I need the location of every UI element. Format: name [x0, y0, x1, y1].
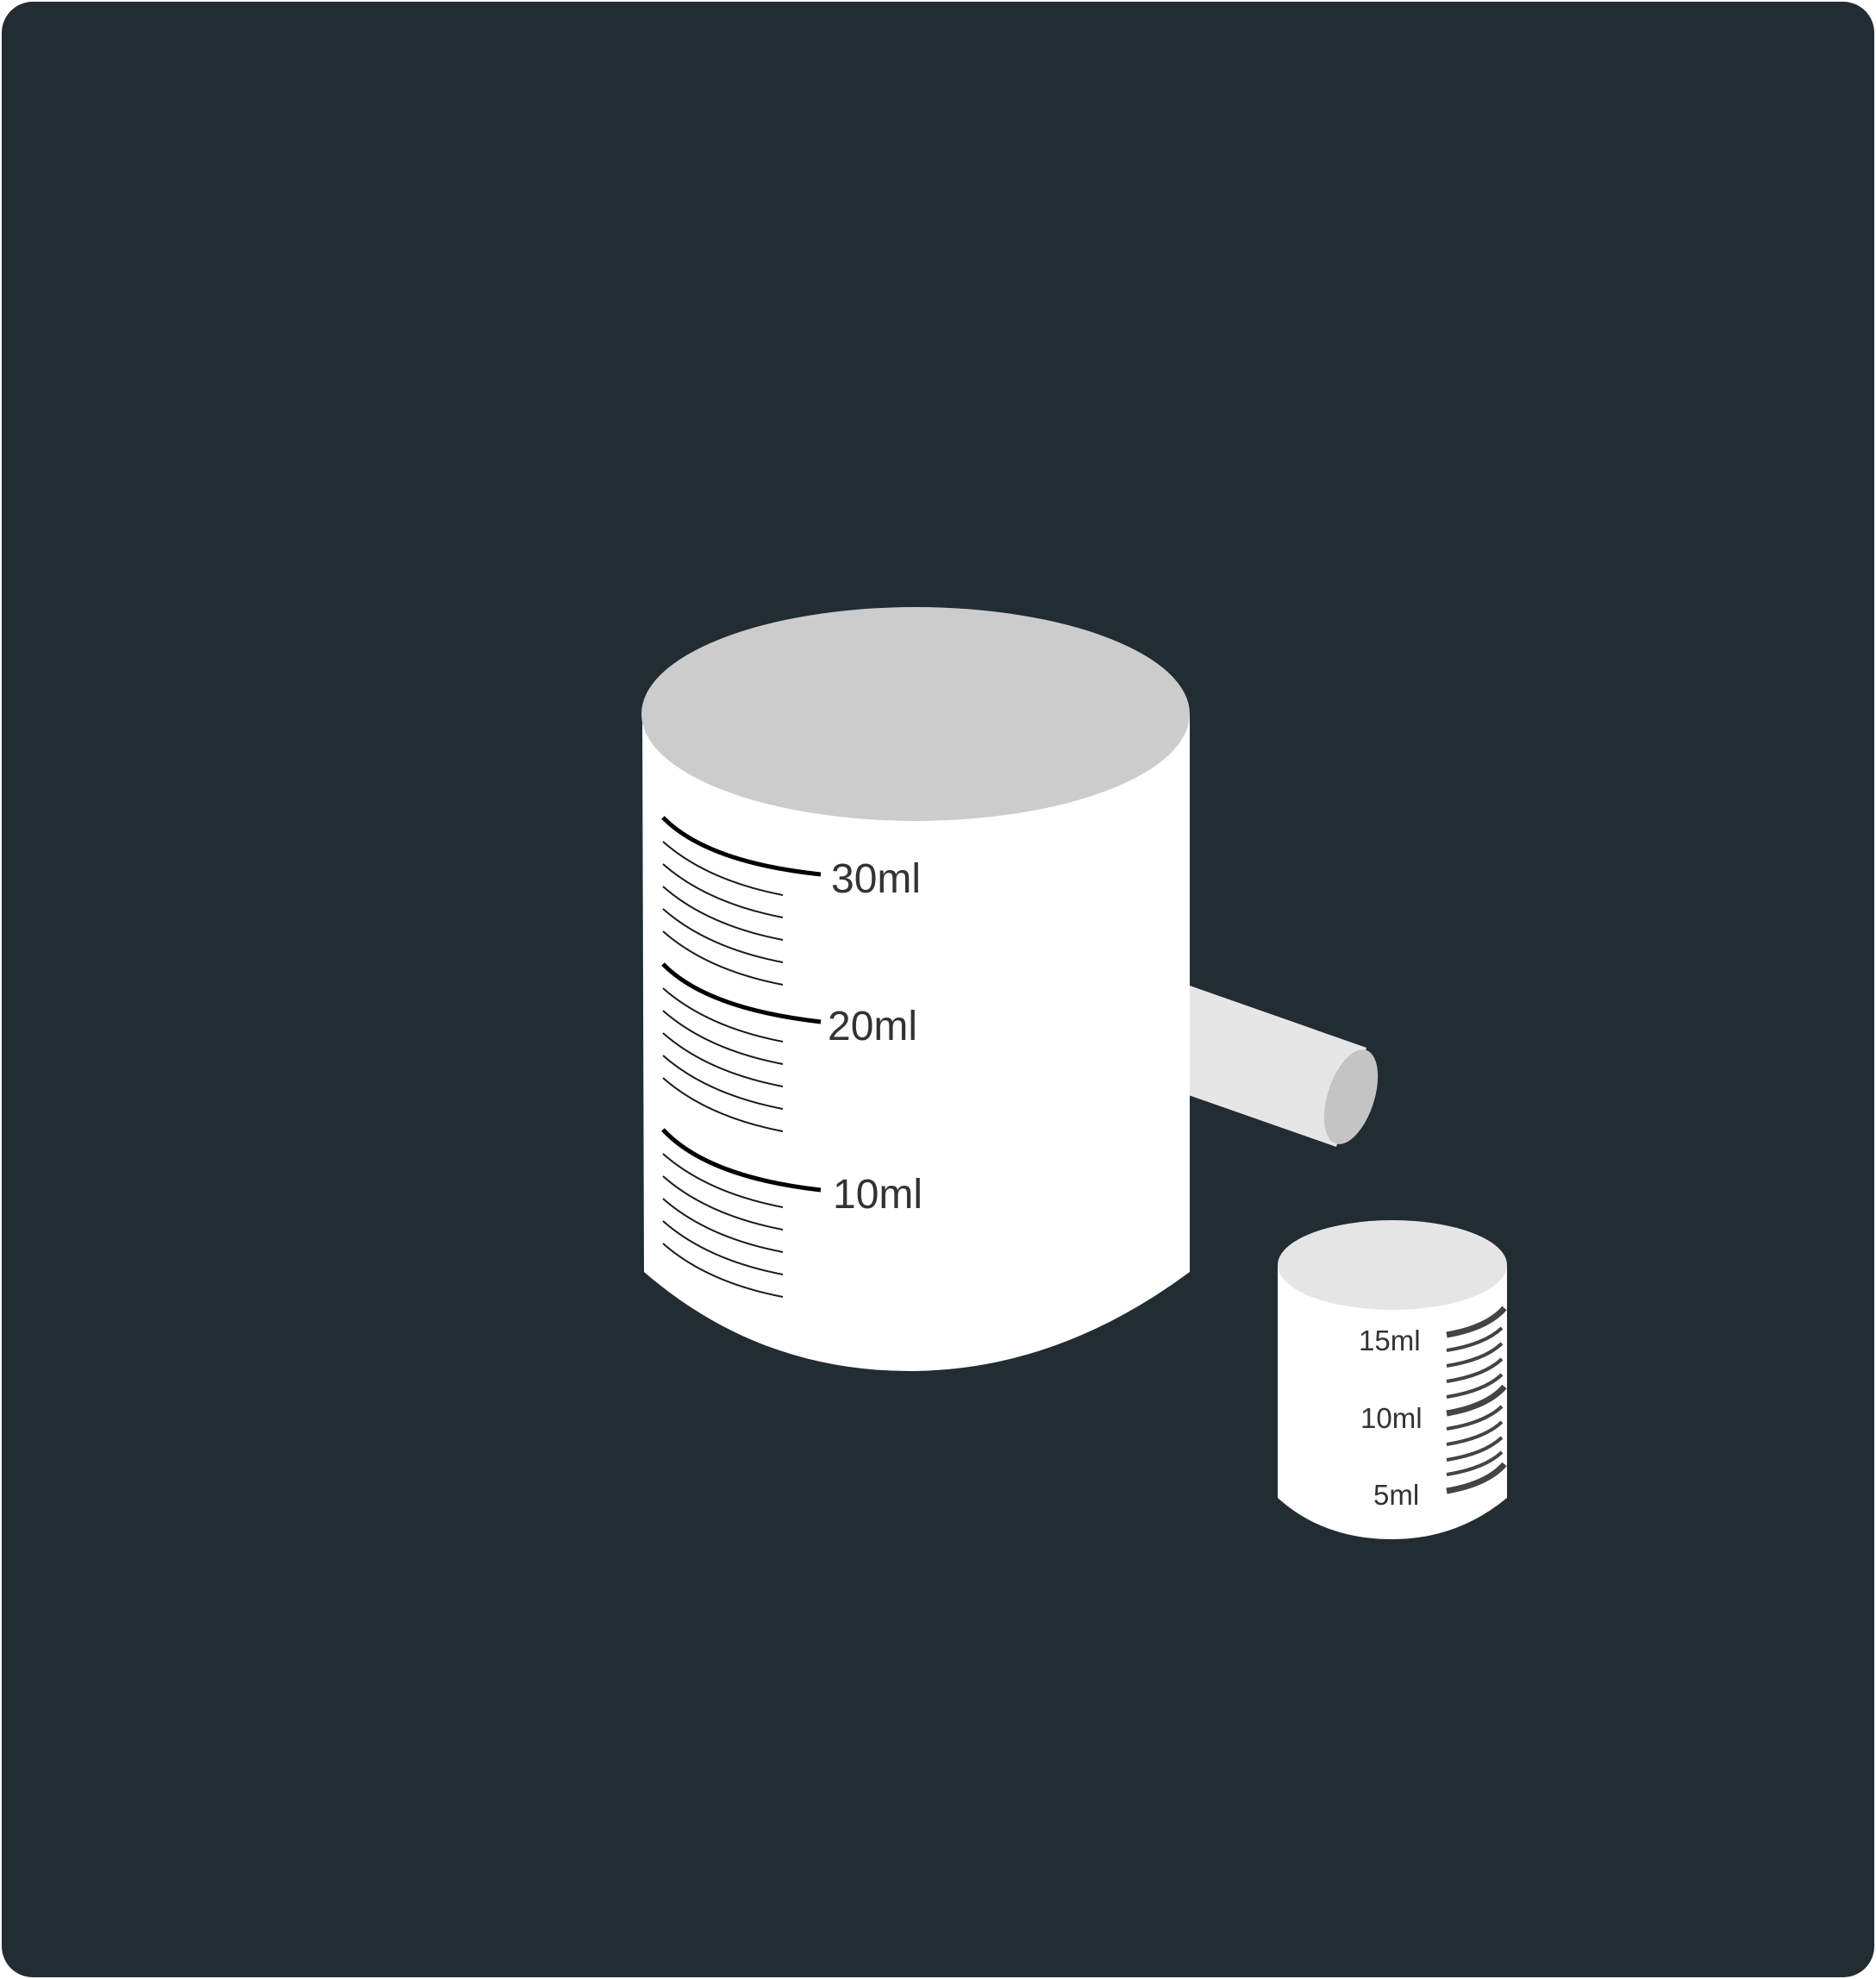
tick-minor: [1446, 1436, 1504, 1462]
large-measuring-cup: 30ml 20ml 10ml: [641, 607, 1379, 1371]
tick-minor: [662, 1010, 784, 1065]
tick-minor: [1446, 1405, 1504, 1431]
tick-major-30ml: [661, 816, 822, 877]
label-30ml: 30ml: [831, 856, 921, 902]
small-measuring-cup: 15ml 10ml 5ml: [1278, 1220, 1507, 1539]
tick-minor: [662, 1175, 784, 1231]
tick-minor: [662, 886, 784, 941]
tick-minor: [662, 1220, 784, 1275]
small-cup-rim: [1278, 1220, 1507, 1310]
label-10ml: 10ml: [833, 1172, 922, 1218]
large-cup-graduations: [661, 816, 822, 1298]
tick-minor: [662, 863, 784, 918]
tick-minor: [662, 1153, 784, 1208]
tick-minor: [662, 1032, 784, 1087]
tick-minor: [1446, 1357, 1504, 1383]
small-cup-graduations: [1446, 1306, 1507, 1494]
tick-minor: [1446, 1326, 1504, 1352]
tick-major-10ml: [661, 1128, 822, 1193]
tick-minor: [662, 841, 784, 896]
tick-major-20ml: [661, 962, 822, 1024]
tick-minor: [662, 987, 784, 1043]
tick-minor: [662, 908, 784, 963]
tick-minor: [662, 1243, 784, 1298]
tick-minor: [662, 1055, 784, 1110]
tick-minor: [1446, 1342, 1504, 1368]
tick-minor: [662, 1077, 784, 1132]
tick-major-15ml: [1446, 1306, 1507, 1338]
tick-major-5ml: [1446, 1462, 1507, 1494]
large-cup-rim: [641, 607, 1190, 821]
tick-minor: [1446, 1420, 1504, 1446]
label-10ml-small: 10ml: [1360, 1402, 1423, 1434]
tick-minor: [662, 930, 784, 986]
tick-major-10ml: [1446, 1384, 1507, 1417]
label-15ml: 15ml: [1359, 1325, 1421, 1356]
label-20ml: 20ml: [828, 1004, 917, 1049]
handle-end-cap: [1323, 1049, 1379, 1144]
label-5ml: 5ml: [1373, 1479, 1419, 1511]
tick-minor: [1446, 1450, 1504, 1476]
tick-minor: [662, 1198, 784, 1253]
tick-minor: [1446, 1373, 1504, 1399]
